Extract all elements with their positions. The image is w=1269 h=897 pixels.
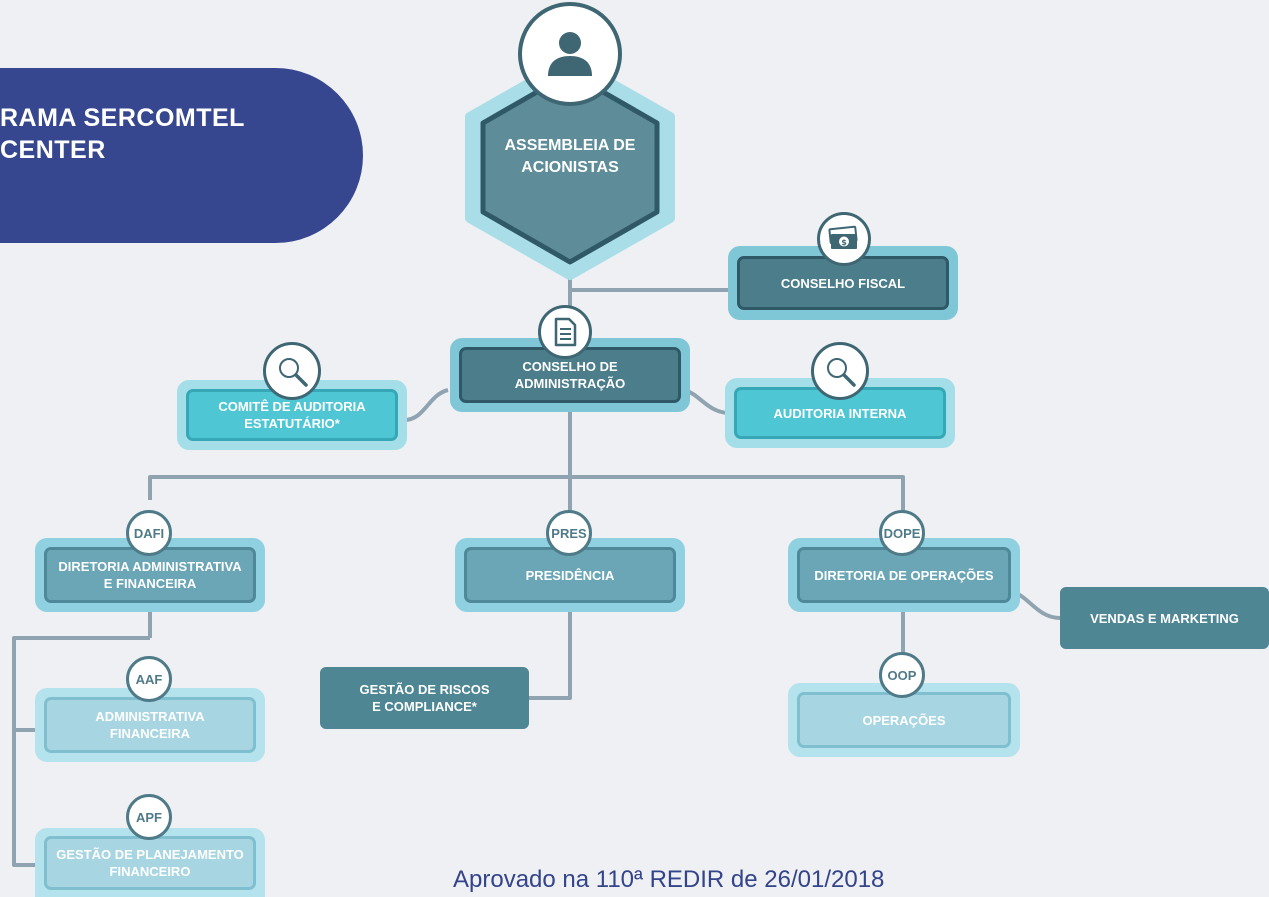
comite-line-2: ESTATUTÁRIO*	[244, 416, 340, 431]
dafi-line-1: DIRETORIA ADMINISTRATIVA	[58, 559, 242, 574]
vendas-label: VENDAS E MARKETING	[1090, 610, 1239, 626]
riscos-line-1: GESTÃO DE RISCOS	[359, 682, 490, 697]
comite-line-1: COMITÊ DE AUDITORIA	[218, 399, 366, 414]
gestao-riscos-node[interactable]: GESTÃO DE RISCOS E COMPLIANCE*	[320, 667, 529, 729]
dope-label: DIRETORIA DE OPERAÇÕES	[814, 567, 994, 583]
oop-code: OOP	[887, 667, 917, 683]
dafi-badge: DAFI	[126, 510, 172, 556]
aaf-line-2: FINANCEIRA	[109, 726, 191, 741]
apf-code: APF	[136, 809, 162, 825]
auditoria-interna-node[interactable]: AUDITORIA INTERNA	[725, 378, 955, 448]
auditoria-interna-label: AUDITORIA INTERNA	[773, 405, 907, 421]
conselho-admin-line-1: CONSELHO DE	[522, 359, 618, 374]
apf-badge: APF	[126, 794, 172, 840]
page-title-line-2: CENTER	[0, 136, 106, 164]
conselho-admin-line-2: ADMINISTRAÇÃO	[514, 376, 626, 391]
presidencia-label: PRESIDÊNCIA	[525, 567, 615, 583]
dafi-line-2: E FINANCEIRA	[103, 576, 197, 591]
riscos-line-2: E COMPLIANCE*	[372, 699, 477, 714]
conselho-administracao-node[interactable]: CONSELHO DE ADMINISTRAÇÃO	[450, 338, 690, 412]
vendas-marketing-node[interactable]: VENDAS E MARKETING	[1060, 587, 1269, 649]
aaf-badge: AAF	[126, 656, 172, 702]
operacoes-node[interactable]: OPERAÇÕES	[788, 683, 1020, 757]
document-icon	[538, 305, 592, 359]
money-icon: $	[817, 212, 871, 266]
administrativa-financeira-node[interactable]: ADMINISTRATIVA FINANCEIRA	[35, 688, 265, 762]
operacoes-label: OPERAÇÕES	[862, 712, 946, 728]
magnifier-icon	[811, 342, 869, 400]
assembleia-line-1: ASSEMBLEIA DE	[504, 137, 636, 154]
page-title: RAMA SERCOMTEL CENTER	[0, 102, 245, 166]
conselho-fiscal-label: CONSELHO FISCAL	[780, 275, 906, 291]
aaf-code: AAF	[135, 671, 163, 687]
approval-note: Aprovado na 110ª REDIR de 26/01/2018	[453, 866, 885, 893]
pres-code: PRES	[551, 525, 587, 541]
title-banner	[0, 68, 363, 243]
apf-line-1: GESTÃO DE PLANEJAMENTO	[56, 846, 244, 862]
oop-badge: OOP	[879, 652, 925, 698]
assembleia-hexagon	[465, 55, 675, 280]
person-icon	[518, 2, 622, 106]
pres-badge: PRES	[546, 510, 592, 556]
assembleia-label: ASSEMBLEIA DE ACIONISTAS	[470, 135, 670, 179]
assembleia-line-2: ACIONISTAS	[521, 159, 619, 176]
aaf-line-1: ADMINISTRATIVA	[95, 709, 205, 724]
magnifier-icon	[263, 342, 321, 400]
dope-badge: DOPE	[879, 510, 925, 556]
dafi-code: DAFI	[133, 525, 165, 541]
apf-line-2: FINANCEIRO	[109, 863, 191, 879]
dope-code: DOPE	[883, 525, 921, 541]
page-title-line-1: RAMA SERCOMTEL	[0, 104, 245, 132]
svg-text:$: $	[841, 238, 847, 247]
